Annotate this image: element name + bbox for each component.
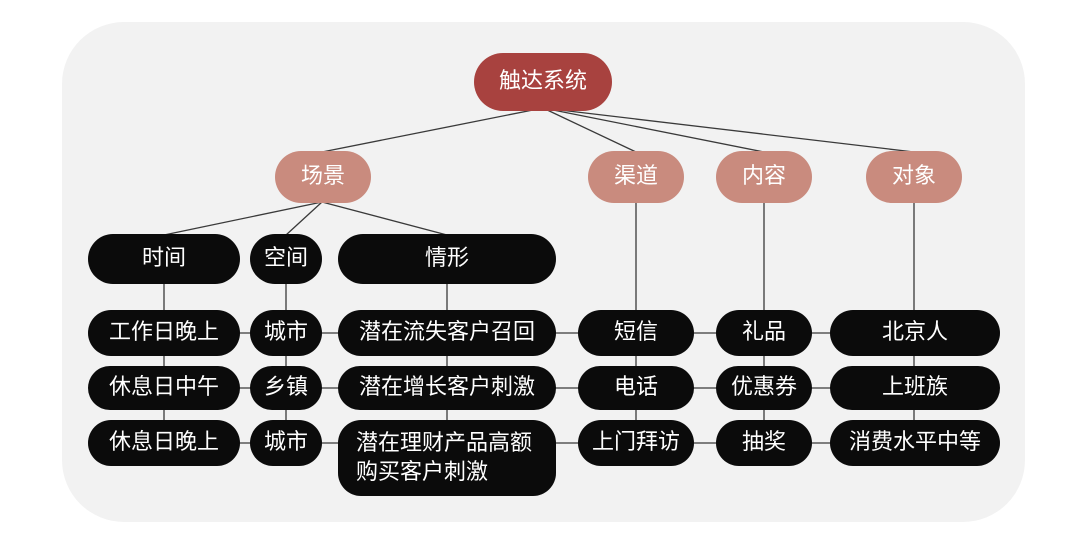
connector-line [285,201,323,236]
connector-line [542,107,765,153]
row2-time: 休息日中午 [88,366,240,410]
dimension-situation: 情形 [338,234,556,284]
row2-situation: 潜在增长客户刺激 [338,366,556,410]
row3-situation: 潜在理财产品高额购买客户刺激 [338,420,556,496]
row3-space: 城市 [250,420,322,466]
row2-space: 乡镇 [250,366,322,410]
root-node: 触达系统 [474,53,612,111]
row1-audience: 北京人 [830,310,1000,356]
row3-time: 休息日晚上 [88,420,240,466]
row2-channel: 电话 [578,366,694,410]
row3-content: 抽奖 [716,420,812,466]
connector-line [542,107,637,153]
row1-space: 城市 [250,310,322,356]
connector-line [163,201,323,236]
category-scene: 场景 [275,151,371,203]
connector-line [321,201,448,236]
row2-audience: 上班族 [830,366,1000,410]
category-channel: 渠道 [588,151,684,203]
dimension-space: 空间 [250,234,322,284]
row1-channel: 短信 [578,310,694,356]
connector-line [542,107,915,153]
row1-content: 礼品 [716,310,812,356]
category-audience: 对象 [866,151,962,203]
dimension-time: 时间 [88,234,240,284]
connector-line [321,107,544,153]
row1-time: 工作日晚上 [88,310,240,356]
row1-situation: 潜在流失客户召回 [338,310,556,356]
category-content: 内容 [716,151,812,203]
row3-audience: 消费水平中等 [830,420,1000,466]
row3-channel: 上门拜访 [578,420,694,466]
row2-content: 优惠券 [716,366,812,410]
